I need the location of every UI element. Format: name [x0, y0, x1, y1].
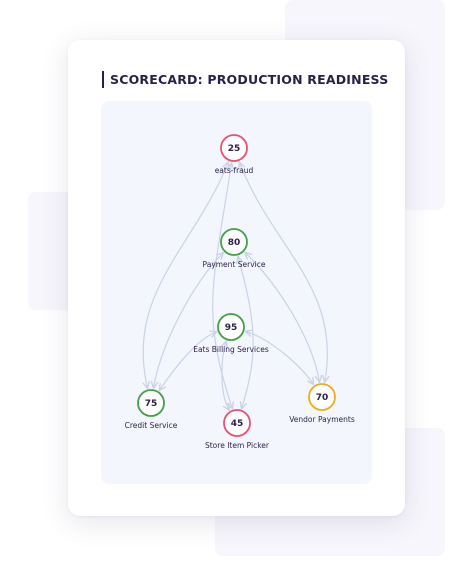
edge-credit-service-to-payment-service: [153, 253, 223, 389]
edge-store-item-picker-to-payment-service: [238, 256, 254, 408]
edge-vendor-payments-to-eats-billing: [245, 331, 313, 384]
node-score: 95: [225, 323, 238, 333]
node-circle-green: [137, 389, 165, 417]
node-label: Store Item Picker: [205, 441, 270, 450]
edges-layer: [143, 162, 327, 410]
node-score: 25: [228, 144, 241, 154]
edge-credit-service-to-eats-billing: [159, 332, 216, 391]
title-accent-bar: [102, 71, 104, 88]
node-circle-red: [223, 409, 251, 437]
node-circle-green: [217, 313, 245, 341]
edge-vendor-payments-to-payment-service: [245, 252, 320, 382]
edge-credit-service-to-eats-fraud: [143, 162, 228, 388]
node-circle-amber: [308, 383, 336, 411]
node-eats-fraud[interactable]: 25 eats-fraud: [215, 134, 254, 175]
edge-store-item-picker-to-eats-billing: [222, 341, 229, 410]
node-score: 75: [145, 399, 158, 409]
node-circle-red: [220, 134, 248, 162]
node-label: Credit Service: [125, 421, 178, 430]
node-circle-green: [220, 228, 248, 256]
node-label: eats-fraud: [215, 166, 254, 175]
node-label: Payment Service: [203, 260, 266, 269]
node-score: 80: [228, 238, 241, 248]
node-label: Vendor Payments: [289, 415, 355, 424]
node-label: Eats Billing Services: [193, 345, 269, 354]
scorecard-title: SCORECARD: PRODUCTION READINESS: [110, 72, 389, 87]
node-score: 45: [231, 419, 244, 429]
node-score: 70: [316, 393, 329, 403]
